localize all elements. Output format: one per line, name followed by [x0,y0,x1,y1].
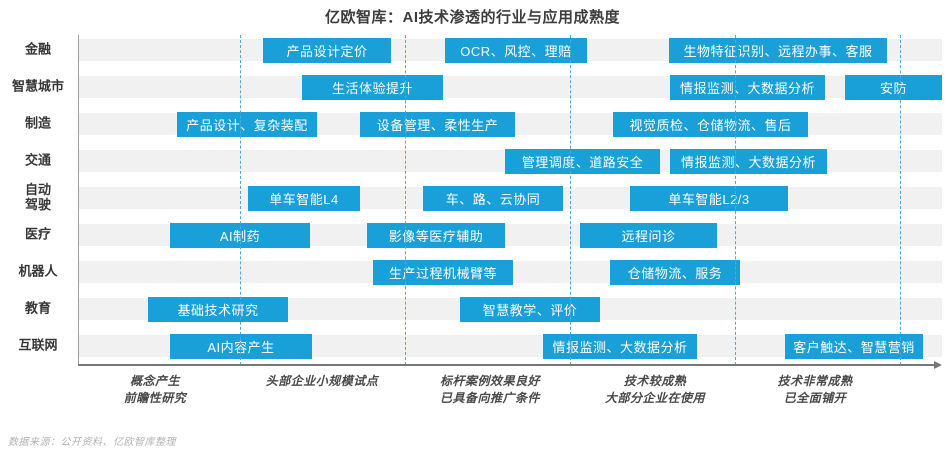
y-axis-line [78,35,79,365]
data-source-note: 数据来源：公开资料、亿欧智库整理 [8,437,176,448]
capability-box: 情报监测、大数据分析 [670,74,825,100]
capability-box: AI内容产生 [170,333,312,359]
capability-box: OCR、风控、理赔 [445,37,587,63]
capability-box: 车、路、云协同 [423,185,563,211]
industry-label: 教育 [24,300,51,316]
capability-box: 安防 [845,74,942,100]
x-axis-arrow-icon [934,361,942,369]
capability-box: 智慧教学、评价 [460,296,600,322]
capability-box: 远程问诊 [580,222,717,248]
stage-divider-line [405,35,406,365]
maturity-stage-label: 概念产生 前瞻性研究 [123,374,187,405]
capability-box: 设备管理、柔性生产 [360,111,515,137]
capability-box: 影像等医疗辅助 [367,222,505,248]
capability-box: 单车智能L4 [248,185,360,211]
capability-box: 视觉质检、仓储物流、售后 [613,111,808,137]
capability-box: 客户触达、智慧营销 [785,333,923,359]
industry-label: 机器人 [18,263,58,279]
stage-divider-line [240,35,241,365]
capability-box: 单车智能L2/3 [630,185,788,211]
maturity-stage-label: 技术非常成熟 已全面铺开 [777,374,853,405]
maturity-stage-label: 头部企业小规模试点 [265,374,379,388]
capability-box: 生活体验提升 [302,74,443,100]
maturity-stage-label: 技术较成熟 大部分企业在使用 [604,374,706,405]
capability-box: 管理调度、道路安全 [505,148,660,174]
capability-box: 基础技术研究 [148,296,288,322]
stage-divider-line [735,35,736,365]
capability-box: 生产过程机械臂等 [373,259,513,285]
industry-label: 互联网 [18,337,58,353]
stage-divider-line [900,35,901,365]
capability-box: 仓储物流、服务 [610,259,740,285]
industry-label: 医疗 [24,226,51,242]
capability-box: 产品设计、复杂装配 [177,111,317,137]
x-axis-line [78,364,934,366]
capability-box: 情报监测、大数据分析 [543,333,697,359]
capability-box: 生物特征识别、远程办事、客服 [669,37,887,63]
capability-box: 情报监测、大数据分析 [670,148,827,174]
industry-label: 金融 [24,41,51,57]
industry-label: 智慧城市 [11,78,64,94]
industry-label: 交通 [24,152,51,168]
industry-label: 制造 [24,115,51,131]
capability-box: 产品设计定价 [263,37,391,63]
maturity-stage-label: 标杆案例效果良好 已具备向推广条件 [439,374,541,405]
industry-label: 自动 驾驶 [24,182,51,212]
stage-divider-line [570,35,571,365]
page-title: 亿欧智库：AI技术渗透的行业与应用成熟度 [324,9,620,26]
